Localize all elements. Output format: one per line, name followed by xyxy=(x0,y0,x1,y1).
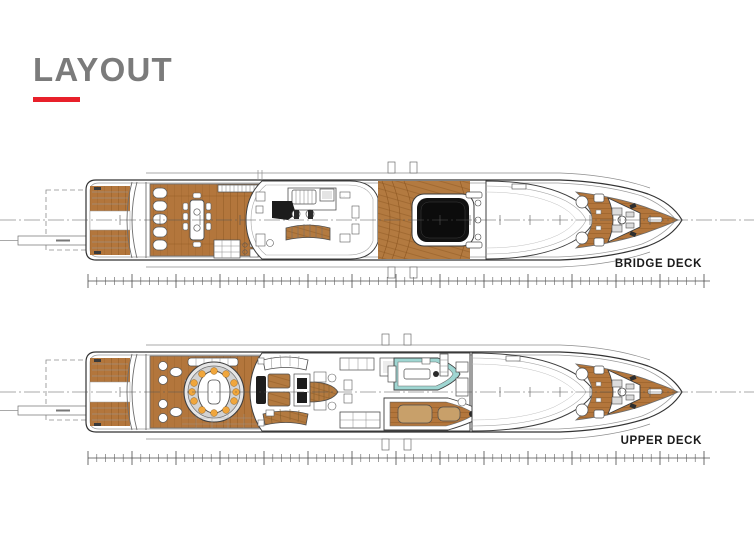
aft-teak-deck xyxy=(89,186,131,255)
bridge-deck-label: BRIDGE DECK xyxy=(614,258,702,270)
upper-deck-scale-ruler xyxy=(87,451,710,465)
centerline-axis xyxy=(0,387,754,397)
upper-deck-plan-svg xyxy=(0,333,754,465)
centerline-axis xyxy=(0,215,754,225)
bridge-console: . . . xyxy=(272,187,351,220)
sun-lounger-group xyxy=(152,187,168,251)
title-accent-rule xyxy=(33,97,80,102)
tender-boat-b xyxy=(383,397,485,431)
aft-deck-stools xyxy=(158,361,183,423)
bow-seating xyxy=(575,193,663,247)
aft-boarding-bar xyxy=(0,235,95,246)
crane-davit xyxy=(439,353,469,407)
aft-deck-grid xyxy=(182,414,262,429)
upper-deck-drawing: UPPER DECK xyxy=(0,322,754,470)
upper-deck-label: UPPER DECK xyxy=(620,435,702,447)
bridge-interior-details xyxy=(255,191,360,247)
saloon-lounge-furniture xyxy=(256,371,337,411)
svg-text:. . .: . . . xyxy=(341,194,345,198)
spa-pool xyxy=(411,191,483,249)
deck-edge-lines xyxy=(146,170,651,268)
bridge-settee xyxy=(285,224,331,241)
aft-boarding-bar xyxy=(0,405,95,416)
upper-deck-fittings xyxy=(257,357,431,427)
page-title: LAYOUT xyxy=(33,51,173,88)
mast-posts xyxy=(381,333,412,451)
circular-dining-table xyxy=(183,361,245,423)
bridge-deck-plan-svg: . . . xyxy=(0,161,754,288)
page-title-block: LAYOUT xyxy=(33,52,173,102)
mast-posts xyxy=(387,161,418,279)
deck-edge-lines xyxy=(146,344,651,440)
bridge-deck-drawing: . . . xyxy=(0,148,754,293)
bridge-deck-scale-ruler xyxy=(87,274,710,288)
